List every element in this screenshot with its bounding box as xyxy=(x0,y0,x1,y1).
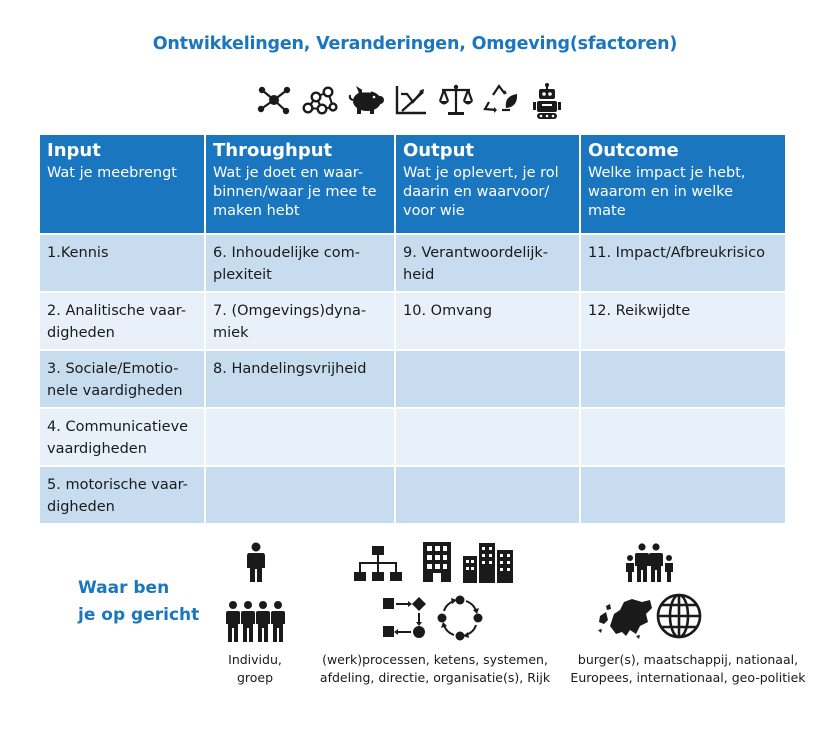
table-row: 5. motorische vaar- digheden xyxy=(40,467,785,523)
table-cell: 7. (Omgevings)dyna- miek xyxy=(206,293,394,349)
person-icon xyxy=(247,542,265,582)
caption-individual: Individu, groep xyxy=(228,652,282,685)
header-title: Input xyxy=(47,140,101,161)
table-cell: 8. Handelingsvrijheid xyxy=(206,351,394,407)
topic-icon-strip xyxy=(250,82,580,124)
header-title: Output xyxy=(403,140,475,161)
caption-processes: (werk)processen, ketens, systemen, afdel… xyxy=(319,652,551,685)
page-title: Ontwikkelingen, Veranderingen, Omgeving(… xyxy=(152,34,678,54)
table-cell xyxy=(206,467,394,523)
table-cell xyxy=(396,409,579,465)
table-cell xyxy=(581,351,785,407)
table-row: 1.Kennis 6. Inhoudelijke com- plexiteit … xyxy=(40,235,785,291)
table-cell xyxy=(396,467,579,523)
globe-icon xyxy=(656,593,702,639)
molecule-icon xyxy=(302,86,338,115)
table-cell xyxy=(581,409,785,465)
table-cell: 10. Omvang xyxy=(396,293,579,349)
cycle-icon xyxy=(437,595,483,641)
table-cell xyxy=(396,351,579,407)
org-chart-icon xyxy=(354,546,402,581)
caption-society: burger(s), maatschappij, nationaal, Euro… xyxy=(570,652,806,685)
group-icon xyxy=(226,601,285,642)
table-row: 3. Sociale/Emotio- nele vaardigheden 8. … xyxy=(40,351,785,407)
building-icon xyxy=(423,542,451,582)
table-cell xyxy=(206,409,394,465)
table-cell: 5. motorische vaar- digheden xyxy=(40,467,204,523)
table-cell: 11. Impact/Afbreukrisico xyxy=(581,235,785,291)
table-cell: 1.Kennis xyxy=(40,235,204,291)
header-title: Outcome xyxy=(588,140,679,161)
chart-trend-icon xyxy=(395,86,426,115)
table-cell: 2. Analitische vaar- digheden xyxy=(40,293,204,349)
process-flow-icon xyxy=(383,597,426,638)
piggy-bank-icon xyxy=(348,86,384,114)
table-cell: 3. Sociale/Emotio- nele vaardigheden xyxy=(40,351,204,407)
table-cell: 12. Reikwijdte xyxy=(581,293,785,349)
table-row: 2. Analitische vaar- digheden 7. (Omgevi… xyxy=(40,293,785,349)
header-subtitle: Wat je doet en waar- binnen/waar je mee … xyxy=(213,165,377,219)
header-title: Throughput xyxy=(213,140,333,161)
focus-label: Waar ben je op gericht xyxy=(78,578,200,625)
header-subtitle: Wat je oplevert, je rol daarin en waarvo… xyxy=(403,165,559,219)
table-cell: 4. Communicatieve vaardigheden xyxy=(40,409,204,465)
header-subtitle: Welke impact je hebt, waarom en in welke… xyxy=(588,165,746,219)
table-cell: 9. Verantwoordelijk- heid xyxy=(396,235,579,291)
city-icon xyxy=(463,543,513,583)
table-cell xyxy=(581,467,785,523)
balance-scale-icon xyxy=(438,84,474,115)
recycle-leaf-icon xyxy=(483,84,518,113)
table-cell: 6. Inhoudelijke com- plexiteit xyxy=(206,235,394,291)
robot-icon xyxy=(533,83,561,119)
header-subtitle: Wat je meebrengt xyxy=(47,165,177,181)
network-icon xyxy=(257,86,291,115)
family-icon xyxy=(626,543,673,582)
table-row: 4. Communicatieve vaardigheden xyxy=(40,409,785,465)
europe-map-icon xyxy=(598,599,652,639)
